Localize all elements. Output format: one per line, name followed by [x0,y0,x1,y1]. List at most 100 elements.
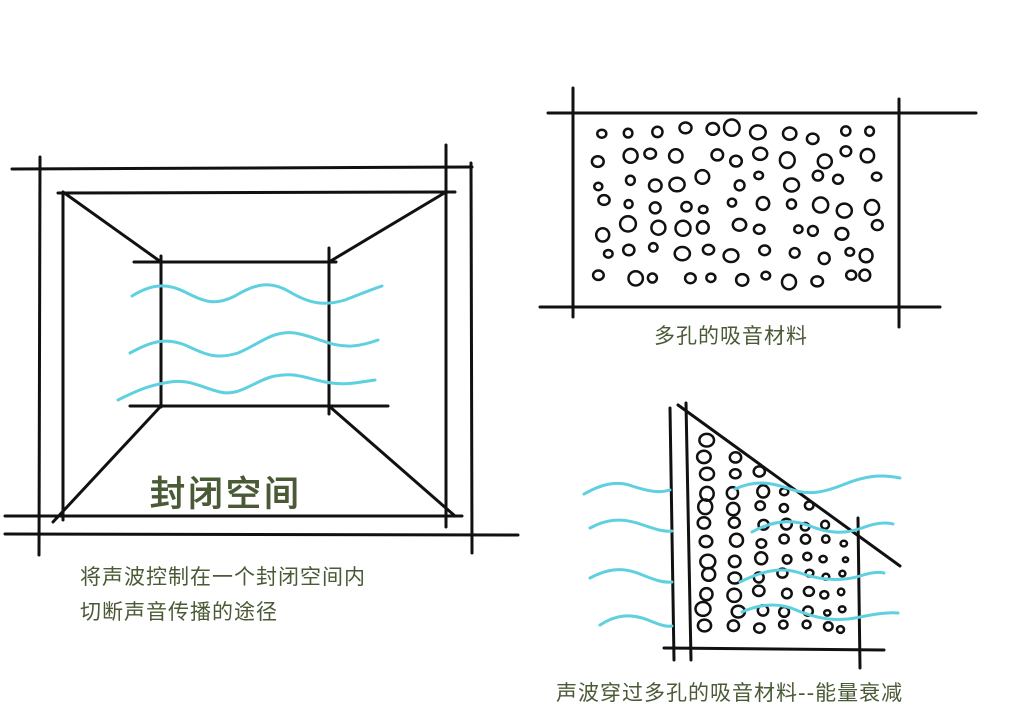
pore-hole [700,566,717,583]
pore-hole [803,500,815,511]
pore-hole [701,243,716,256]
pore-hole [819,519,831,531]
sound-wave [740,603,900,622]
pore-hole [760,270,772,281]
pore-hole [777,619,789,630]
pore-hole [722,118,741,137]
pore-hole [753,170,765,181]
pore-hole [695,449,712,465]
pore-hole [727,516,742,529]
pore-hole [781,126,798,141]
pore-hole [591,269,605,282]
pore-hole [748,124,767,141]
pore-hole [863,198,881,217]
pore-hole [694,600,712,618]
pore-hole [756,484,771,499]
pore-hole [755,538,768,549]
pore-hole [725,501,741,517]
pore-hole [835,624,846,635]
sound-wave [582,481,672,496]
pore-hole [673,245,692,262]
material-front-edge [684,401,693,662]
pore-hole [696,515,712,530]
enclosed-space-caption-line2: 切断声音传播的途径 [80,600,278,624]
pore-hole [805,132,820,146]
porous-material-caption: 多孔的吸音材料 [654,324,808,348]
sound-wave [738,568,886,584]
pore-hole [624,174,637,187]
sound-wave [130,283,384,305]
edge-bottom-left [51,404,163,524]
pore-hole [593,181,604,192]
pore-hole [802,551,813,562]
pore-hole [810,275,825,288]
pore-hole [725,485,740,501]
pore-holes [694,432,850,635]
pore-hole [680,200,693,213]
sound-wave [733,474,902,495]
pore-hole [597,193,611,207]
room-outer-top [10,165,474,171]
pore-hole [699,586,714,602]
pore-hole [788,246,801,259]
pore-hole [835,202,854,219]
pore-hole [752,465,767,478]
pore-hole [754,500,767,512]
pore-hole [698,466,716,482]
pore-hole [696,618,713,633]
pore-hole [834,226,850,242]
pore-hole [648,201,662,215]
pore-hole [602,248,614,259]
pore-hole [844,246,856,258]
pore-hole [728,154,744,168]
pore-hole [727,554,742,569]
pore-hole [858,247,874,264]
enclosed-space-sketch [3,143,520,557]
pore-hole [590,155,605,169]
pore-hole [811,169,825,182]
sound-wave [588,518,674,533]
attenuation-sketch [582,401,902,670]
pore-hole [728,451,743,464]
pore-hole [623,198,634,210]
pore-hole [806,224,820,238]
pore-hole [753,551,769,566]
pore-hole [837,605,847,614]
pore-hole [780,273,798,291]
pore-holes [590,118,884,291]
pore-hole [667,148,684,164]
sound-wave [750,520,895,534]
pore-hole [596,128,608,139]
pore-hole [650,219,667,236]
pore-hole [705,121,721,137]
pore-hole [864,125,876,137]
pore-hole [726,619,741,633]
pore-hole [751,146,769,162]
pore-hole [819,589,830,600]
pore-hole [594,227,611,243]
pore-hole [757,244,772,257]
pore-hole [647,178,663,193]
pore-hole [782,177,801,193]
pore-hole [780,587,793,600]
material-slope [676,403,902,568]
pore-hole [822,621,834,632]
pore-hole [694,168,711,185]
pore-hole [802,585,816,598]
pore-hole [817,251,831,266]
pore-hole [727,571,743,585]
pore-hole [811,196,830,214]
pore-hole [710,148,725,162]
pore-hole [722,248,740,264]
pore-hole [755,195,771,212]
pore-hole [668,176,686,193]
pore-hole [734,272,750,287]
pore-hole [818,554,828,564]
pore-hole [698,534,714,549]
pore-hole [838,569,847,578]
edge-top-left [61,190,163,264]
pore-hole [733,179,746,192]
sound-wave [588,568,674,584]
pore-hole [618,215,638,233]
